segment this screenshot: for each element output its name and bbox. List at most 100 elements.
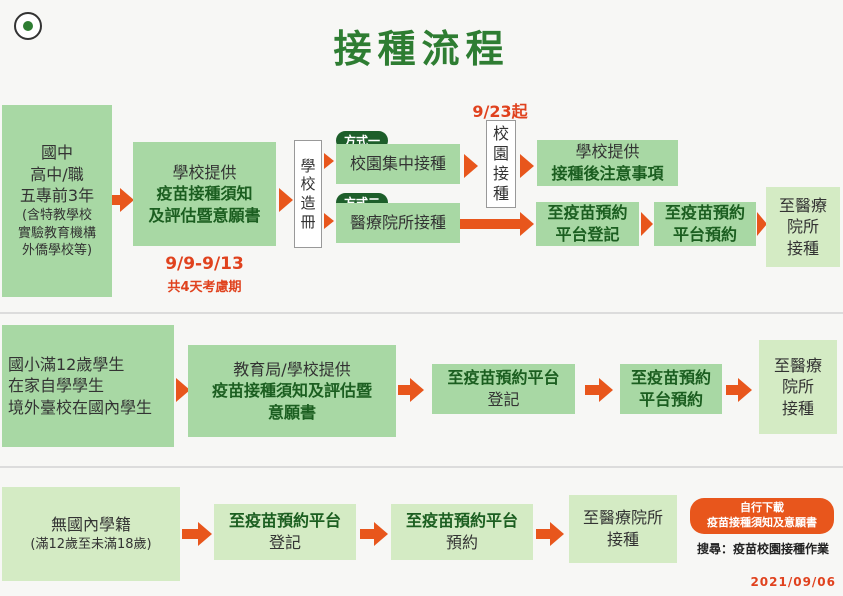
arrow-shaft bbox=[398, 385, 412, 395]
step-text: 至醫療院所 bbox=[582, 508, 663, 528]
cta-line: 自行下載 bbox=[740, 501, 784, 514]
step-text: 平台登記 bbox=[555, 225, 620, 244]
step-text: 院所 bbox=[786, 217, 819, 237]
step-text: 院所 bbox=[781, 377, 814, 397]
target-group-junior-high: 國中 高中/職 五專前3年 (含特教學校 實驗教育機構 外僑學校等) bbox=[2, 105, 112, 297]
arrow-right-icon bbox=[520, 154, 534, 178]
arrow-shaft bbox=[585, 385, 601, 395]
arrow-right-icon bbox=[550, 522, 564, 546]
arrow-right-icon bbox=[410, 378, 424, 402]
clinic-vaccination: 至醫療 院所 接種 bbox=[759, 340, 837, 434]
target-line: 高中/職 bbox=[30, 164, 84, 184]
arrow-shaft bbox=[536, 529, 552, 539]
step-text: 至疫苗預約 bbox=[664, 203, 745, 223]
arrow-right-icon bbox=[374, 522, 388, 546]
section-divider bbox=[0, 466, 843, 468]
school-provides-docs: 學校提供 疫苗接種須知 及評估暨意願書 bbox=[133, 142, 276, 246]
arrow-right-icon bbox=[198, 522, 212, 546]
target-note: 外僑學校等) bbox=[21, 243, 93, 259]
target-group-no-registration: 無國內學籍 (滿12歲至未滿18歲) bbox=[2, 487, 180, 581]
search-hint: 搜尋：疫苗校園接種作業 bbox=[696, 542, 829, 556]
arrow-right-icon bbox=[599, 378, 613, 402]
vertical-char: 接 bbox=[492, 164, 509, 183]
step-text: 平台預約 bbox=[672, 225, 737, 244]
arrow-shaft bbox=[726, 385, 740, 395]
arrow-shaft bbox=[182, 529, 200, 539]
after-vaccination-notice: 學校提供 接種後注意事項 bbox=[537, 140, 678, 186]
step-text: 登記 bbox=[487, 390, 520, 409]
target-line: 五專前3年 bbox=[19, 186, 95, 206]
step-label: 教育局/學校提供 bbox=[233, 359, 351, 379]
step-text: 至疫苗預約平台 bbox=[447, 368, 560, 388]
step-text: 至疫苗預約平台 bbox=[405, 511, 518, 531]
campus-vaccination-vertical: 校 園 接 種 bbox=[486, 120, 516, 208]
step-text: 至醫療 bbox=[778, 195, 827, 215]
campus-start-date: 9/23起 bbox=[472, 102, 528, 121]
platform-register: 至疫苗預約 平台登記 bbox=[536, 202, 639, 246]
arrow-right-icon bbox=[324, 153, 334, 169]
arrow-right-icon bbox=[757, 212, 767, 236]
page-title: 接種流程 bbox=[333, 27, 510, 71]
arrow-shaft bbox=[460, 219, 522, 229]
vertical-char: 學 bbox=[300, 156, 316, 175]
step-text: 接種 bbox=[606, 530, 639, 549]
step-text: 接種 bbox=[781, 398, 814, 418]
target-note: 實驗教育機構 bbox=[17, 225, 96, 241]
step-text: 預約 bbox=[445, 533, 478, 552]
vertical-char: 校 bbox=[300, 175, 316, 194]
step-text: 平台預約 bbox=[638, 390, 703, 409]
arrow-shaft bbox=[112, 195, 122, 205]
step-docs: 及評估暨意願書 bbox=[148, 205, 261, 225]
bureau-provides-docs: 教育局/學校提供 疫苗接種須知及評估暨 意願書 bbox=[188, 345, 396, 437]
arrow-right-icon bbox=[641, 212, 653, 236]
cta-line: 疫苗接種須知及意願書 bbox=[707, 516, 817, 530]
step-docs: 疫苗接種須知及評估暨 bbox=[211, 381, 372, 401]
vertical-char: 造 bbox=[300, 194, 316, 212]
school-register-list: 學 校 造 冊 bbox=[294, 140, 322, 248]
arrow-right-icon bbox=[120, 188, 134, 212]
step-text: 至醫療 bbox=[773, 355, 822, 375]
consideration-period-dates: 9/9-9/13 bbox=[165, 254, 244, 274]
target-line: 國中 bbox=[40, 143, 73, 163]
platform-register: 至疫苗預約平台 登記 bbox=[432, 364, 575, 414]
platform-register: 至疫苗預約平台 登記 bbox=[214, 504, 356, 560]
arrow-right-icon bbox=[464, 154, 478, 178]
vertical-char: 校 bbox=[492, 124, 509, 143]
target-note: (滿12歲至未滿18歲) bbox=[30, 537, 152, 553]
target-line: 在家自學學生 bbox=[8, 376, 105, 396]
arrow-right-icon bbox=[279, 188, 293, 212]
section-divider bbox=[0, 312, 843, 314]
publish-date: 2021/09/06 bbox=[750, 575, 836, 589]
step-docs: 意願書 bbox=[267, 402, 316, 422]
vertical-char: 種 bbox=[492, 184, 509, 203]
step-text: 至疫苗預約 bbox=[630, 368, 711, 388]
arrow-right-icon bbox=[738, 378, 752, 402]
method2-clinic-vaccination: 醫療院所接種 bbox=[336, 203, 460, 243]
target-note: (含特教學校 bbox=[21, 208, 93, 224]
arrow-right-icon bbox=[176, 378, 190, 402]
target-group-elementary: 國小滿12歲學生 在家自學學生 境外臺校在國內學生 bbox=[2, 325, 174, 447]
step-text: 至疫苗預約 bbox=[547, 203, 628, 223]
arrow-right-icon bbox=[520, 212, 534, 236]
step-text: 登記 bbox=[268, 533, 301, 552]
step-text: 接種 bbox=[786, 238, 819, 258]
target-line: 無國內學籍 bbox=[50, 515, 131, 535]
arrow-shaft bbox=[360, 529, 376, 539]
method1-campus-vaccination: 校園集中接種 bbox=[336, 144, 460, 184]
vertical-char: 園 bbox=[492, 144, 509, 163]
clinic-vaccination: 至醫療院所 接種 bbox=[569, 495, 677, 563]
target-line: 國小滿12歲學生 bbox=[8, 354, 125, 374]
platform-booking: 至疫苗預約 平台預約 bbox=[654, 202, 756, 246]
step-label: 學校提供 bbox=[172, 162, 237, 182]
step-label: 學校提供 bbox=[575, 142, 640, 162]
arrow-right-icon bbox=[324, 213, 334, 229]
consideration-period-note: 共4天考慮期 bbox=[167, 280, 242, 295]
step-text: 至疫苗預約平台 bbox=[228, 511, 341, 531]
download-docs-button[interactable]: 自行下載 疫苗接種須知及意願書 bbox=[690, 498, 834, 534]
step-docs: 接種後注意事項 bbox=[551, 164, 664, 183]
platform-booking: 至疫苗預約 平台預約 bbox=[620, 364, 722, 414]
target-line: 境外臺校在國內學生 bbox=[8, 397, 153, 417]
step-docs: 疫苗接種須知 bbox=[156, 184, 253, 204]
platform-booking: 至疫苗預約平台 預約 bbox=[391, 504, 533, 560]
clinic-vaccination: 至醫療 院所 接種 bbox=[766, 187, 840, 267]
